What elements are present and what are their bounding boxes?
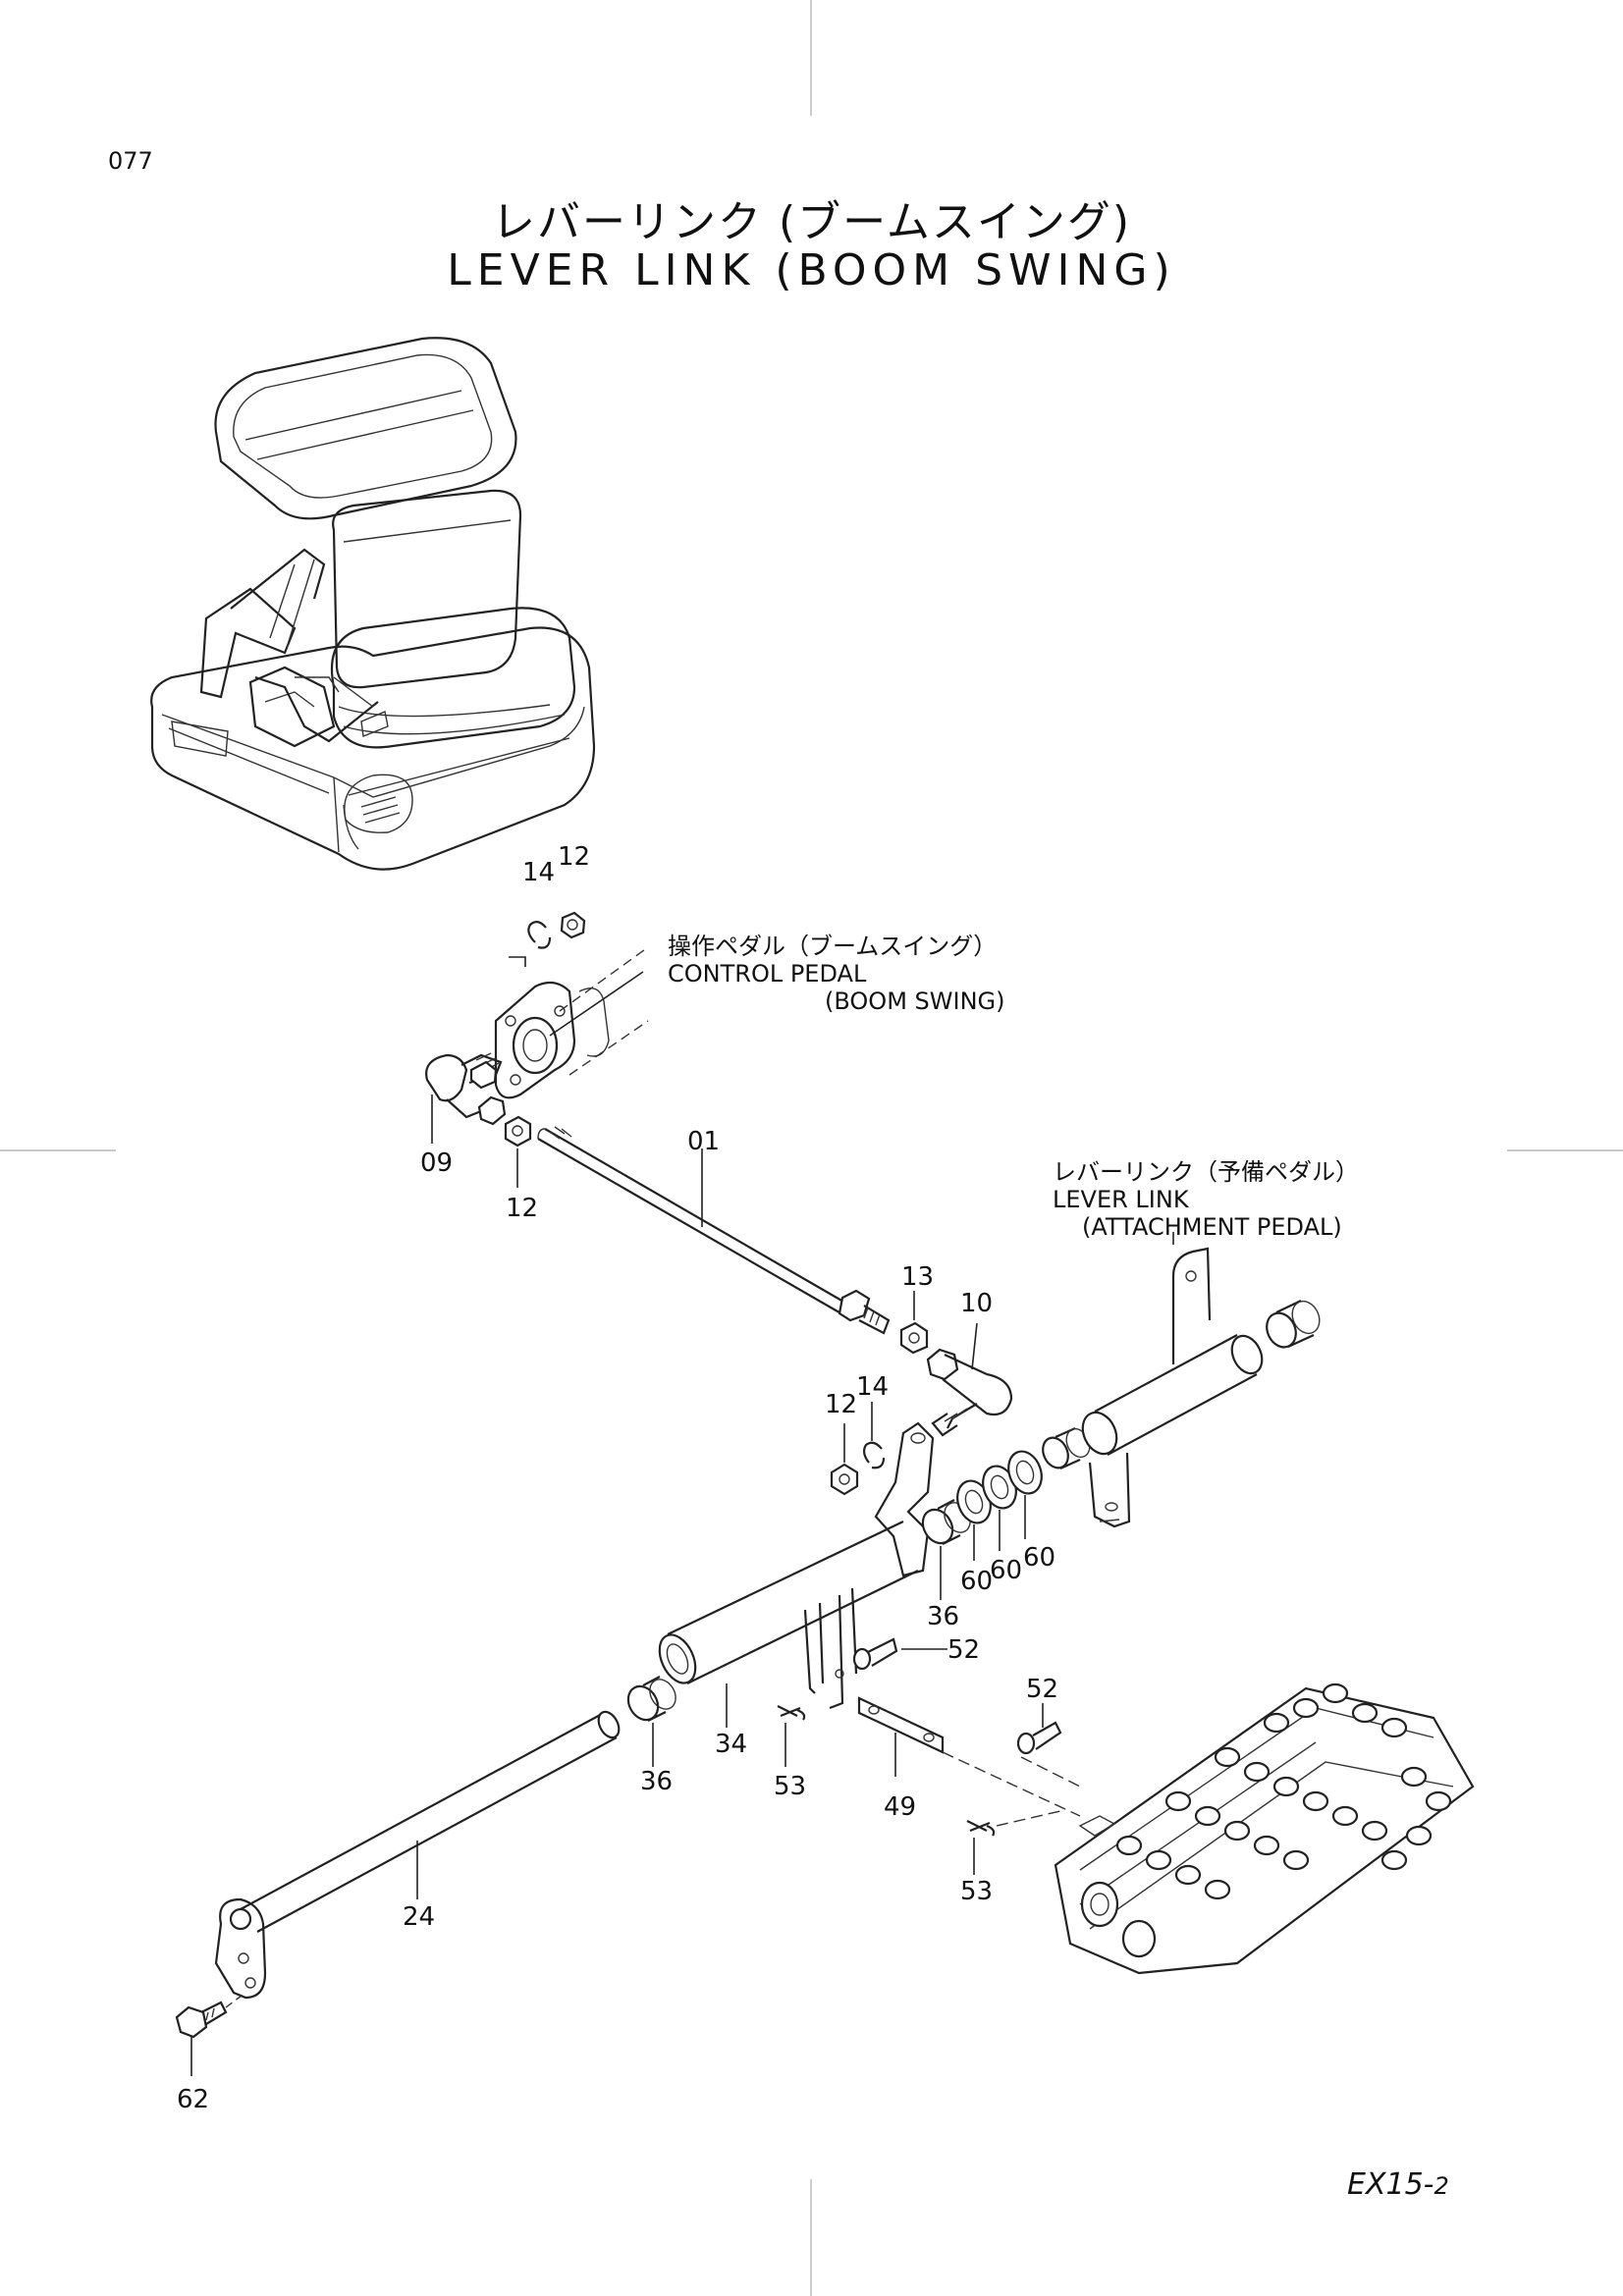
model-footer: EX15-2 (1347, 2167, 1449, 2202)
model-suffix: 2 (1434, 2172, 1449, 2200)
part-label: 53 (774, 1772, 807, 1801)
control-valve (1054, 1682, 1475, 1975)
control-pedal-note: 操作ペダル（ブームスイング） CONTROL PEDAL (BOOM SWING… (668, 933, 1004, 1015)
part-label: 34 (715, 1730, 748, 1759)
lever-link-attachment (1042, 1247, 1321, 1528)
part-label: 14 (856, 1372, 890, 1402)
part-label: 52 (1026, 1675, 1059, 1704)
part-label: 12 (825, 1390, 858, 1419)
part-label: 52 (947, 1635, 981, 1665)
part-label: 10 (960, 1289, 994, 1318)
page-number: 077 (108, 147, 153, 175)
shaft-24 (214, 1710, 621, 2000)
ball-joint-10 (926, 1322, 1013, 1437)
part-label: 49 (884, 1792, 917, 1822)
part-label: 13 (901, 1262, 935, 1292)
nut-12-lower (504, 1115, 532, 1188)
control-pedal-en-1: CONTROL PEDAL (668, 960, 867, 988)
lever-link-attachment-note: レバーリンク（予備ペダル） LEVER LINK (ATTACHMENT PED… (1053, 1158, 1359, 1241)
model-code: EX15- (1347, 2167, 1434, 2202)
hardware-middle (830, 1402, 886, 1496)
bolt-62 (175, 1992, 246, 2076)
part-label: 24 (403, 1902, 436, 1932)
phantom-lines (942, 1751, 1081, 1827)
part-label: 14 (522, 858, 556, 887)
part-label: 36 (640, 1767, 674, 1796)
part-label: 36 (927, 1602, 960, 1631)
control-pedal-bracket (494, 946, 649, 1099)
pin-53-lower (966, 1820, 996, 1875)
nut-13 (899, 1291, 929, 1355)
lever-34 (658, 1421, 935, 1728)
lever-link-en-2: (ATTACHMENT PEDAL) (1082, 1213, 1342, 1241)
part-label: 62 (177, 2085, 210, 2114)
part-label: 60 (960, 1567, 994, 1596)
title-japanese: レバーリンク (ブームスイング) (492, 197, 1131, 247)
ball-joint-09 (425, 1052, 507, 1144)
bushing-36-lower (626, 1676, 676, 1767)
control-pedal-jp: 操作ペダル（ブームスイング） (668, 933, 998, 960)
part-label: 12 (558, 842, 591, 872)
part-label: 60 (1023, 1543, 1056, 1573)
pin-53-upper (777, 1705, 806, 1767)
rod-01 (537, 1126, 891, 1335)
hardware-top (509, 911, 586, 967)
title-english: LEVER LINK (BOOM SWING) (447, 245, 1176, 295)
seat-illustration (150, 337, 596, 871)
lever-link-jp: レバーリンク（予備ペダル） (1053, 1158, 1359, 1186)
bolt-52-upper (852, 1637, 947, 1671)
link-plate-49 (857, 1696, 945, 1777)
part-label: 60 (990, 1556, 1023, 1585)
washers-60 (956, 1450, 1043, 1561)
part-label: 12 (506, 1194, 539, 1223)
lever-link-en-1: LEVER LINK (1053, 1186, 1189, 1213)
part-label: 09 (420, 1148, 454, 1178)
part-label: 01 (687, 1127, 721, 1156)
control-pedal-en-2: (BOOM SWING) (825, 988, 1005, 1015)
bolt-52-lower (1016, 1703, 1062, 1755)
part-label: 53 (960, 1877, 994, 1906)
